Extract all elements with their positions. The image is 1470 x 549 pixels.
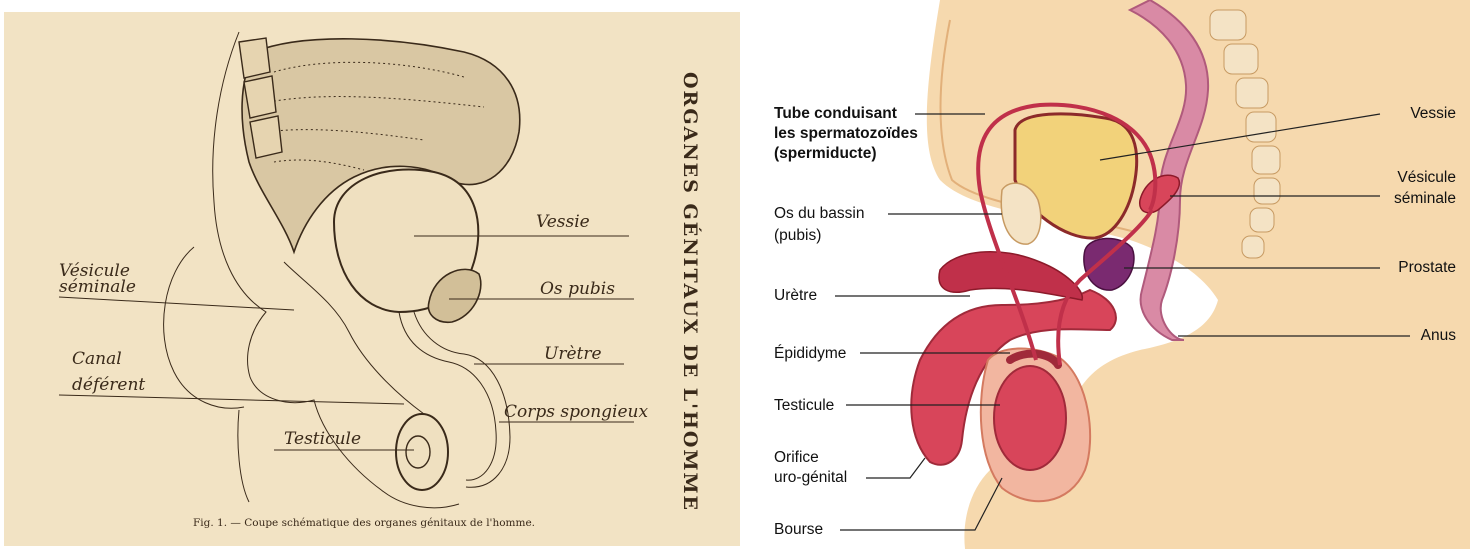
label-os-line2: (pubis) xyxy=(774,227,821,244)
leg-contour xyxy=(238,410,249,502)
vertical-title: ORGANES GÉNITAUX DE L'HOMME xyxy=(679,72,702,512)
label-vesicule-line2: séminale xyxy=(59,277,136,297)
label-vessie: Vessie xyxy=(1410,105,1456,122)
modern-figure-panel: Tube conduisant les spermatozoïdes (sper… xyxy=(740,0,1470,549)
leader-canal xyxy=(59,395,404,404)
thigh-contour xyxy=(164,247,244,408)
vintage-anatomy-drawing: Vessie Vésicule séminale Os pubis Urètre… xyxy=(4,12,740,546)
label-uretre: Urètre xyxy=(544,344,602,364)
label-corps-spongieux: Corps spongieux xyxy=(504,402,648,422)
label-canal-line2: déférent xyxy=(72,375,145,395)
label-orifice-line2: uro-génital xyxy=(774,469,847,486)
label-orifice-line1: Orifice xyxy=(774,449,819,466)
leader-orifice xyxy=(866,458,925,478)
label-tube-line2: les spermatozoïdes xyxy=(774,125,918,142)
prostate xyxy=(1084,238,1134,290)
label-uretre: Urètre xyxy=(774,287,817,304)
label-testicule: Testicule xyxy=(774,397,834,414)
leader-vesicule xyxy=(59,297,294,310)
penis-top xyxy=(939,252,1082,300)
label-testicule: Testicule xyxy=(284,429,361,449)
label-prostate: Prostate xyxy=(1398,259,1456,276)
label-os-line1: Os du bassin xyxy=(774,205,864,222)
label-epididyme: Épididyme xyxy=(774,345,846,362)
label-tube-line1: Tube conduisant xyxy=(774,105,897,122)
label-vessie: Vessie xyxy=(536,212,590,232)
label-vesicule-line1: Vésicule xyxy=(1397,169,1456,186)
vintage-figure-panel: Vessie Vésicule séminale Os pubis Urètre… xyxy=(4,12,740,546)
label-vesicule-line2: séminale xyxy=(1394,190,1456,207)
label-anus: Anus xyxy=(1421,327,1457,344)
figure-caption: Fig. 1. — Coupe schématique des organes … xyxy=(193,517,535,529)
label-canal-line1: Canal xyxy=(72,349,122,369)
label-tube-line3: (spermiducte) xyxy=(774,145,877,162)
testicle xyxy=(994,366,1066,470)
modern-anatomy-drawing: Tube conduisant les spermatozoïdes (sper… xyxy=(740,0,1470,549)
label-os-pubis: Os pubis xyxy=(540,279,615,299)
label-bourse: Bourse xyxy=(774,521,823,538)
testicle-shape xyxy=(396,414,448,490)
